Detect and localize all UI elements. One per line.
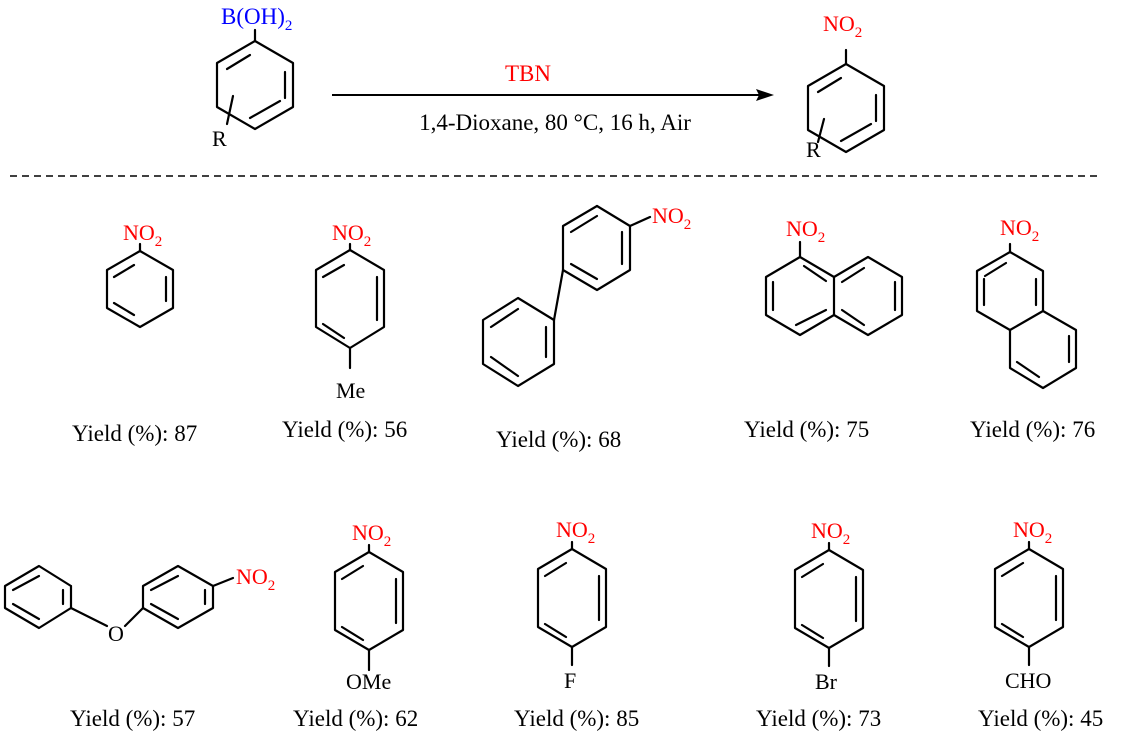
product-nitrobenzene: NO2 Yield (%): 87 — [72, 220, 197, 446]
substituent-label: Me — [336, 378, 365, 403]
substituent-label: OMe — [346, 669, 391, 694]
product-4-fluoronitrobenzene: NO2 F Yield (%): 85 — [514, 517, 639, 731]
product-substituent-label: R — [806, 137, 821, 162]
yield-label: Yield (%): 68 — [496, 427, 621, 452]
product-4-nitrobiphenyl: NO2 Yield (%): 68 — [481, 203, 691, 452]
yield-label: Yield (%): 87 — [72, 421, 197, 446]
nitro-group-label: NO2 — [786, 216, 825, 246]
reaction-arrow-group: TBN 1,4-Dioxane, 80 °C, 16 h, Air — [332, 61, 774, 135]
yield-label: Yield (%): 56 — [282, 417, 407, 442]
product-4-nitrobenzaldehyde: NO2 CHO Yield (%): 45 — [978, 517, 1103, 731]
product-4-nitrotoluene: NO2 Me Yield (%): 56 — [282, 220, 407, 442]
arrow-head — [756, 89, 774, 101]
product-general-structure: NO2 R — [806, 11, 886, 162]
reactant-substituent-label: R — [212, 126, 227, 151]
conditions-label: 1,4-Dioxane, 80 °C, 16 h, Air — [419, 110, 691, 135]
nitro-group-label: NO2 — [1013, 517, 1052, 547]
product-4-nitroanisole: NO2 OMe Yield (%): 62 — [293, 520, 418, 731]
ether-oxygen-label: O — [108, 621, 124, 646]
yield-label: Yield (%): 75 — [744, 417, 869, 442]
product-4-nitrodiphenyl-ether: O NO2 Yield (%): 57 — [3, 564, 275, 731]
reactant-structure: B(OH)2 R — [212, 4, 295, 151]
product-1-nitronaphthalene: NO2 Yield (%): 75 — [744, 216, 904, 442]
nitro-group-label: NO2 — [1000, 215, 1039, 245]
yield-label: Yield (%): 85 — [514, 706, 639, 731]
nitro-group-label: NO2 — [823, 11, 862, 41]
substituent-label: CHO — [1005, 668, 1051, 693]
substituent-label: Br — [815, 669, 838, 694]
yield-label: Yield (%): 73 — [756, 706, 881, 731]
nitro-group-label: NO2 — [332, 220, 371, 250]
nitro-group-label: NO2 — [652, 203, 691, 233]
nitro-group-label: NO2 — [556, 517, 595, 547]
yield-label: Yield (%): 57 — [70, 706, 195, 731]
yield-label: Yield (%): 62 — [293, 706, 418, 731]
yield-label: Yield (%): 45 — [978, 706, 1103, 731]
nitro-group-label: NO2 — [811, 518, 850, 548]
reagent-label: TBN — [505, 61, 551, 86]
boronic-acid-label: B(OH)2 — [221, 4, 292, 34]
product-4-bromonitrobenzene: NO2 Br Yield (%): 73 — [756, 518, 881, 731]
substituent-label: F — [564, 668, 576, 693]
nitro-group-label: NO2 — [236, 564, 275, 594]
nitro-group-label: NO2 — [352, 520, 391, 550]
nitro-group-label: NO2 — [123, 220, 162, 250]
yield-label: Yield (%): 76 — [970, 417, 1095, 442]
product-2-nitronaphthalene: NO2 Yield (%): 76 — [970, 215, 1095, 442]
